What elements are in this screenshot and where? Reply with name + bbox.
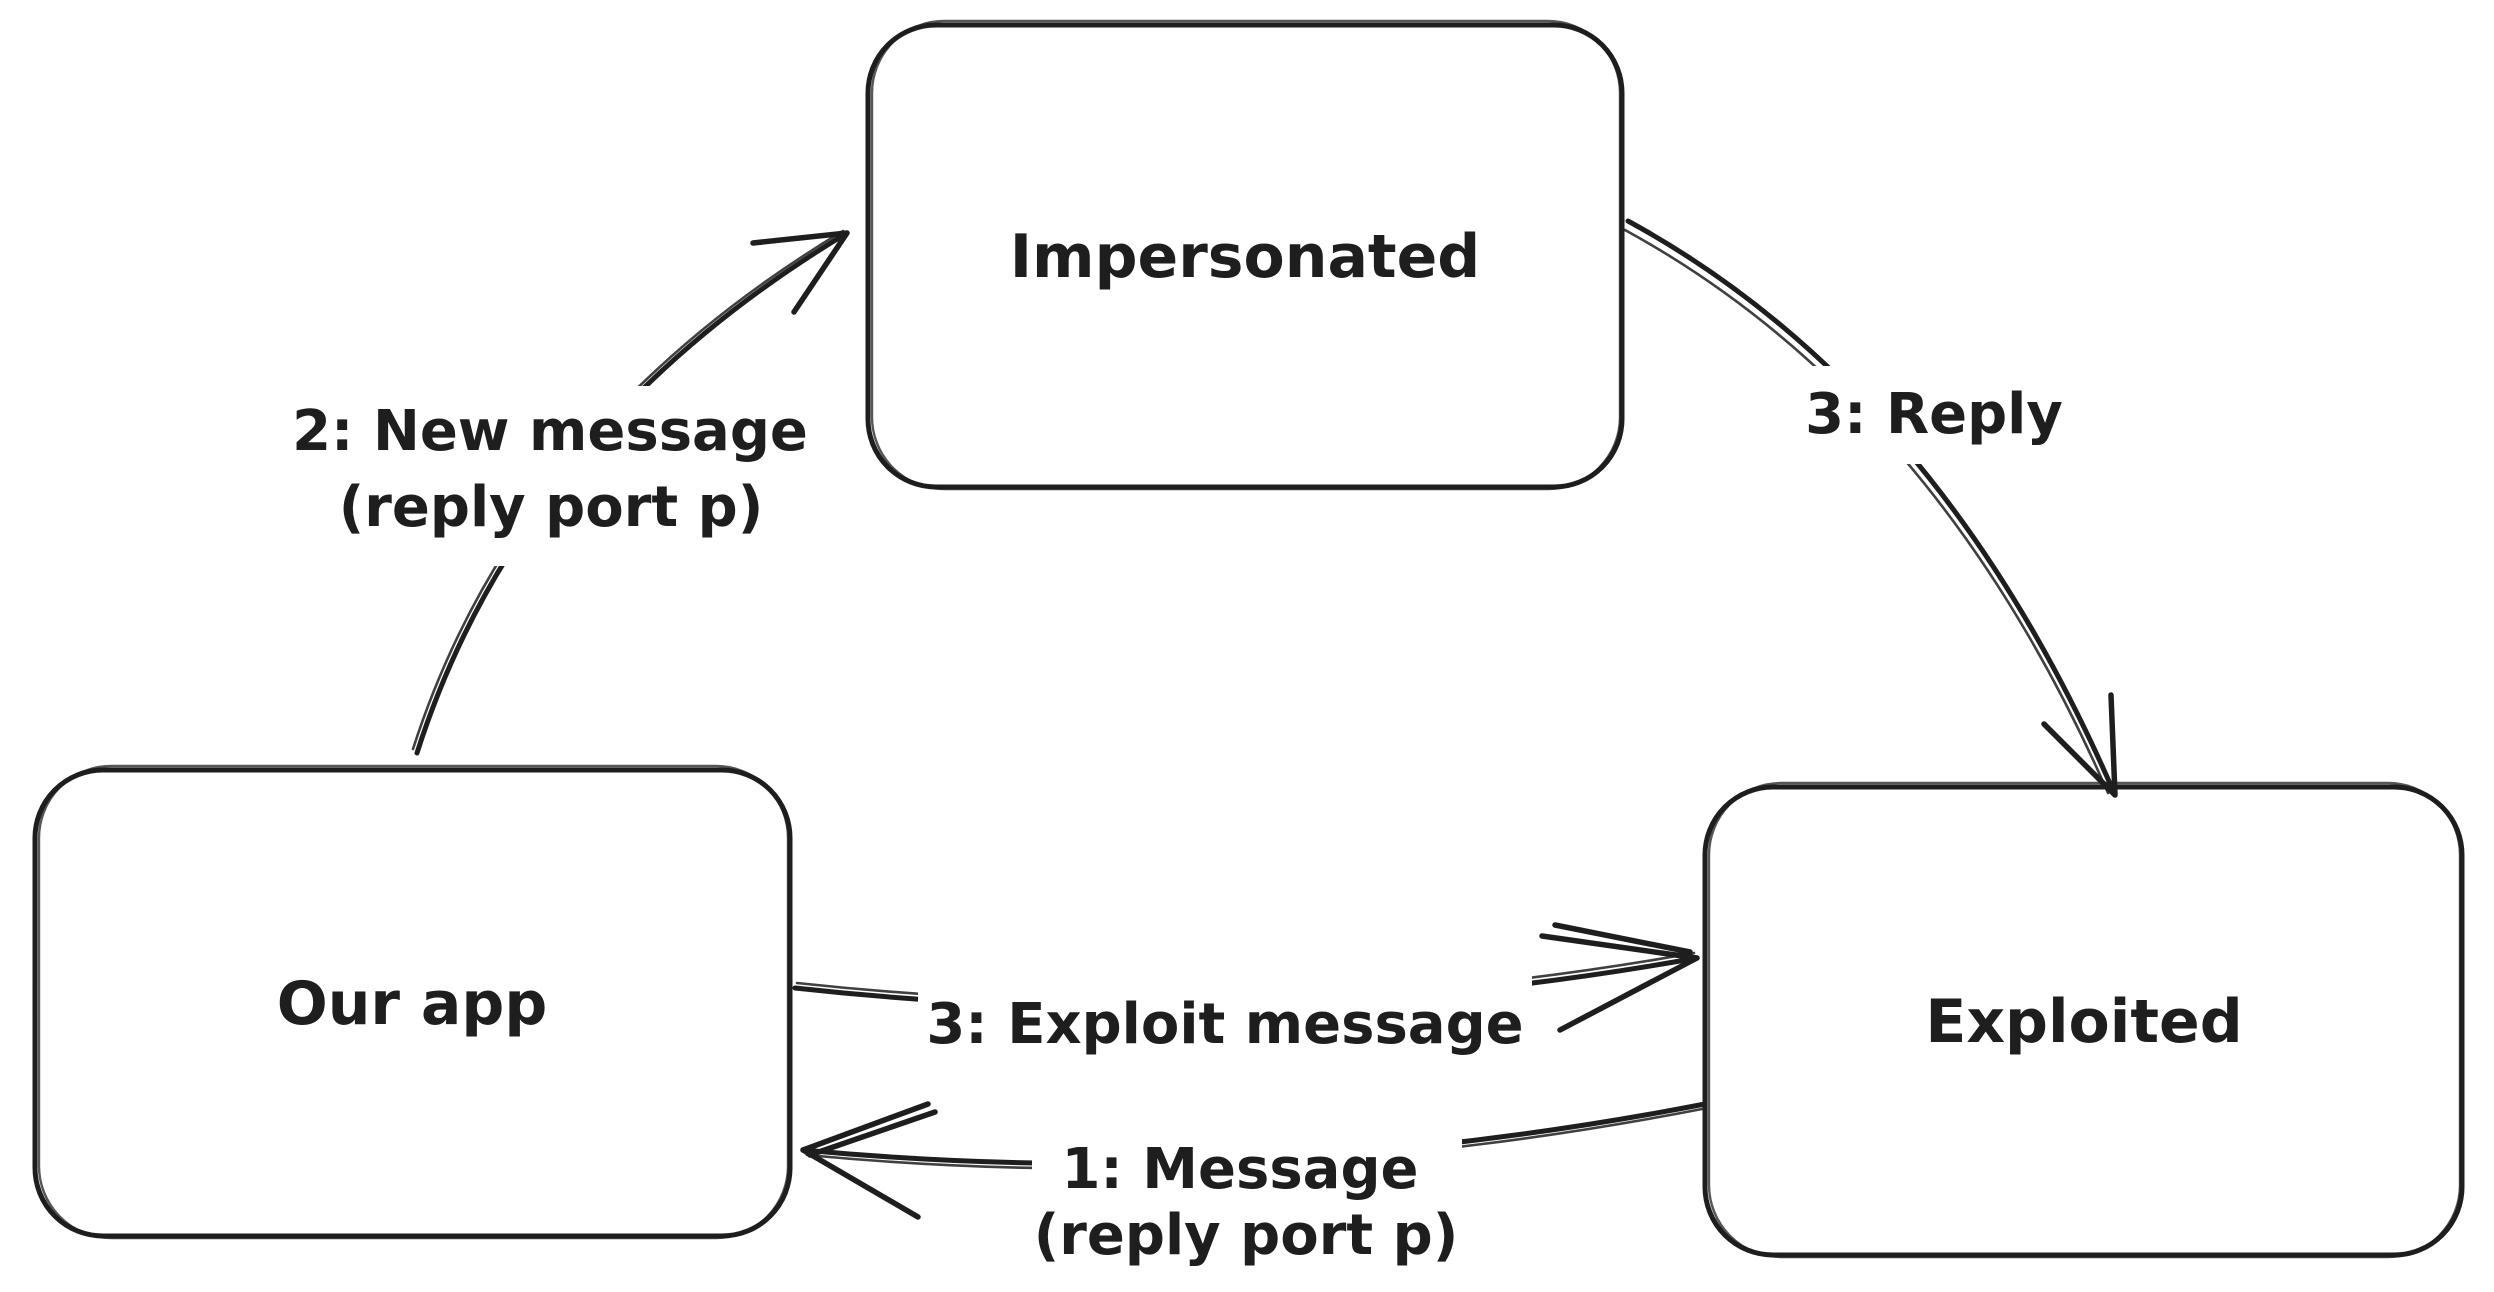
edge-reply-label-bg [1772,366,2102,464]
edge-reply-arrowhead [2041,692,2118,798]
exploited-label: Exploited [1925,987,2242,1057]
impersonated-label: Impersonated [1010,222,1481,292]
edge-new-message-label-line2: (reply port p) [339,475,764,540]
edge-reply-line [1625,218,2118,798]
edge-message-label-line1: 1: Message [1061,1137,1418,1202]
edge-new-message-label-line1: 2: New message [292,399,808,464]
edge-new-message-label-bg [290,386,812,566]
edge-message-label-bg [1032,1124,1462,1276]
node-impersonated [865,19,1625,491]
edge-reply-line-sketch [1623,228,2110,795]
exploited-box [1702,784,2465,1258]
our-app-label: Our app [277,969,548,1039]
our-app-box-sketch-stroke [37,764,790,1240]
edge-exploit-message-arrowhead [1539,922,1700,1033]
edge-new-message-arrowhead [750,230,850,315]
node-our-app [32,764,793,1240]
edge-reply [1623,218,2118,798]
node-exploited [1702,781,2465,1259]
edge-exploit-message-label-bg [918,974,1532,1072]
our-app-box [32,767,793,1239]
impersonated-box [865,22,1625,490]
edge-exploit-message-label: 3: Exploit message [926,992,1523,1057]
edge-message-arrowhead [800,1101,938,1220]
exploited-box-sketch-stroke [1707,781,2462,1259]
edge-reply-label: 3: Reply [1805,382,2063,447]
edge-message-label-line2: (reply port p) [1034,1203,1459,1268]
impersonated-box-sketch-stroke [870,19,1622,491]
